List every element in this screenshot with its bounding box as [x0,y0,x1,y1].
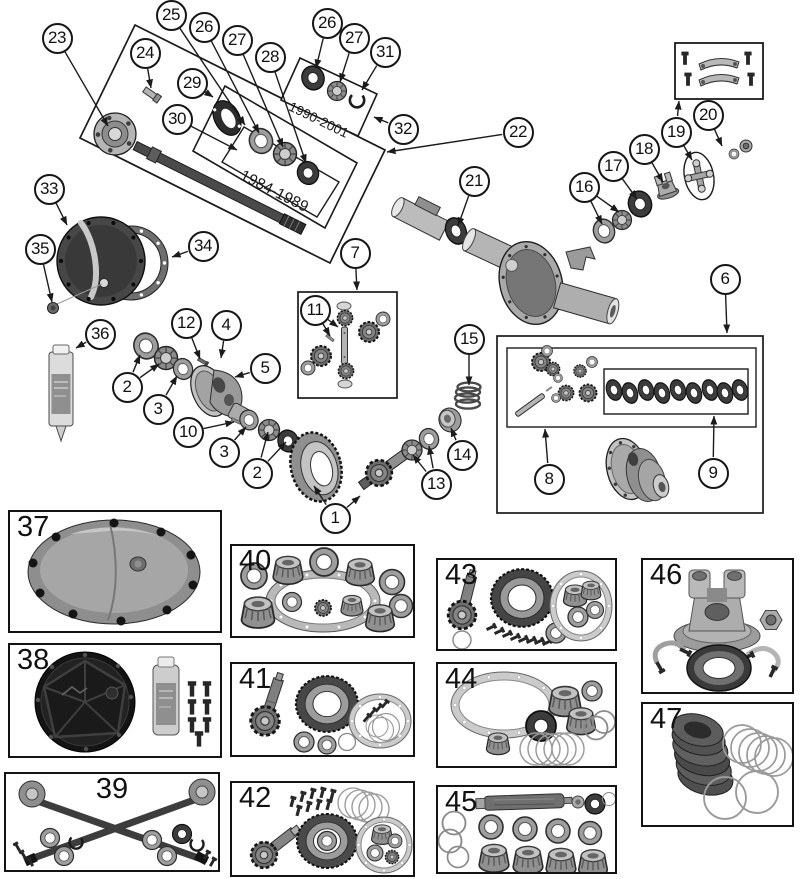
ring-and-pinion [289,431,417,503]
yoke-washer [728,148,740,160]
callout-12: 12 [170,307,202,339]
retainer-kit-1990-2001 [279,56,379,138]
kit-40-number: 40 [239,545,272,577]
pinion-rear-bearing [401,439,423,461]
callout-5: 5 [249,352,281,384]
callout-4: 4 [210,309,242,341]
kit-43-number: 43 [445,559,478,591]
kit-38-number: 38 [17,644,50,676]
callout-15: 15 [453,323,485,355]
kit-45-illustration [438,791,615,872]
callout-27: 27 [338,22,370,54]
axle-bearing-84-89 [272,141,298,167]
crush-sleeve-spring [453,381,482,410]
callout-36: 36 [84,318,116,350]
pinion-nut [739,139,753,153]
kit-37-illustration [27,518,201,626]
kit-42-illustration [244,786,413,875]
fill-plug [47,302,59,314]
kit-40-illustration [240,547,413,633]
callout-2: 2 [111,371,143,403]
leader-lines [42,27,731,508]
callout-18: 18 [628,133,660,165]
kit-47-number: 47 [650,703,683,735]
kit-box-46: 46 [641,558,794,694]
callout-28: 28 [254,41,286,73]
callout-24: 24 [129,37,161,69]
kit-box-47: 47 [641,702,794,827]
kit-41-illustration [245,671,412,755]
kit-box-43: 43 [436,558,617,651]
callout-19: 19 [660,116,692,148]
kit-38-illustration [34,651,212,753]
exploded-diagram-artwork [42,23,764,514]
callout-26: 26 [188,11,220,43]
callout-32: 32 [387,113,419,145]
callout-11: 11 [299,294,331,326]
wheel-stud [142,86,163,104]
callout-3: 3 [142,393,174,425]
kit-box-41: 41 [230,662,415,757]
kit-box-45: 45 [436,785,617,874]
pinion-yoke [653,171,680,200]
callout-2: 2 [241,457,273,489]
pinion-front-bearing [611,209,633,231]
axle-housing [391,195,620,326]
callout-25: 25 [155,0,187,31]
axle-bearing-90-01 [326,80,348,102]
callout-26: 26 [311,7,343,39]
kit-box-39: 39 [4,772,220,872]
callout-33: 33 [33,173,65,205]
kit-box-40: 40 [230,544,415,638]
callout-1: 1 [319,502,351,534]
spider-gear-cluster [515,345,598,417]
kit-37-number: 37 [17,511,50,543]
callout-20: 20 [692,99,724,131]
kit-42-number: 42 [239,782,272,814]
callout-22: 22 [502,116,534,148]
diff-cover-and-gasket [47,216,169,314]
kit-46-number: 46 [650,559,683,591]
callout-10: 10 [172,416,204,448]
kit-39-illustration [12,778,218,868]
kit-44-number: 44 [445,663,478,695]
limited-slip-differential [605,437,670,503]
kit-47-illustration [671,713,792,820]
callout-6: 6 [709,263,741,295]
kit-39-number: 39 [95,773,129,805]
kit-box-42: 42 [230,781,415,877]
u-joint-strap-kit-box [674,42,764,100]
pinion-spacer [438,407,462,433]
kit-44-illustration [450,671,615,766]
callout-13: 13 [420,468,452,500]
callout-21: 21 [458,165,490,197]
kit-43-illustration [443,568,613,649]
callout-34: 34 [187,230,219,262]
callout-31: 31 [369,36,401,68]
callout-17: 17 [597,150,629,182]
callout-35: 35 [24,233,56,265]
kit-41-number: 41 [239,663,272,695]
callout-16: 16 [568,171,600,203]
sealant-tube [48,344,74,443]
kit-box-38: 38 [8,643,222,758]
carrier-bearing-right [257,418,281,442]
callout-27: 27 [221,24,253,56]
callout-30: 30 [161,103,193,135]
kit-box-44: 44 [436,662,617,768]
kit-45-number: 45 [445,786,478,818]
u-joint [683,151,715,201]
callout-3: 3 [208,436,240,468]
kit-46-illustration [652,569,783,692]
callout-8: 8 [533,463,565,495]
callout-29: 29 [176,67,208,99]
callout-7: 7 [339,237,371,269]
callout-23: 23 [41,22,73,54]
callout-9: 9 [697,457,729,489]
kit-box-37: 37 [8,510,222,633]
callout-14: 14 [446,439,478,471]
